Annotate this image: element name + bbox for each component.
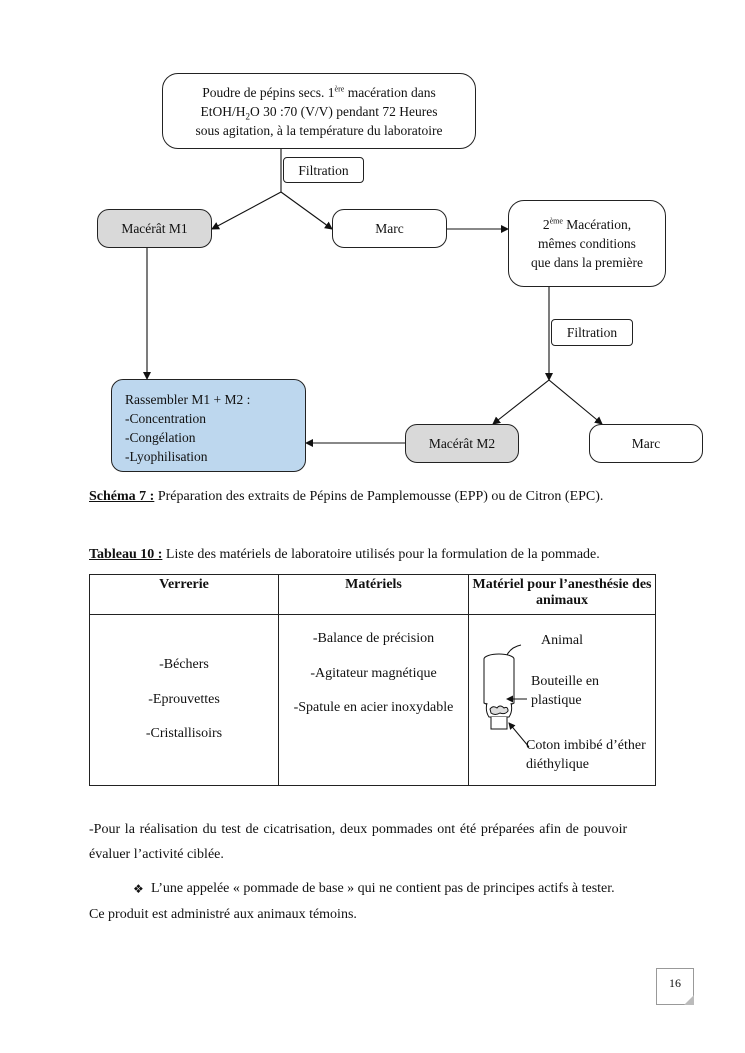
step2-line3: que dans la première — [530, 255, 644, 270]
step1-line2: EtOH/H2O 30 :70 (V/V) pendant 72 Heures — [200, 103, 438, 122]
step2-box: 2ème Macération, mêmes conditions que da… — [508, 200, 666, 287]
bottle-illustration-icon — [483, 653, 515, 730]
rassembler-item: -Lyophilisation — [125, 449, 208, 464]
label-coton-1: Coton imbibé d’éther — [526, 738, 646, 753]
verrerie-item: -Cristallisoirs — [145, 726, 223, 741]
label-animal: Animal — [541, 633, 583, 648]
marc-box-1: Marc — [332, 209, 447, 248]
materiel-item: -Balance de précision — [312, 631, 435, 646]
materiel-item: -Agitateur magnétique — [310, 666, 437, 681]
cell-materiels: -Balance de précision -Agitateur magnéti… — [278, 614, 469, 786]
header-materiels: Matériels — [278, 574, 469, 615]
materials-table: Verrerie Matériels Matériel pour l’anest… — [89, 574, 656, 786]
macerat-m2-box: Macérât M2 — [405, 424, 519, 463]
paragraph-1-line-1: -Pour la réalisation du test de cicatris… — [89, 822, 628, 837]
step1-box: Poudre de pépins secs. 1ère macération d… — [162, 73, 476, 149]
header-verrerie: Verrerie — [89, 574, 279, 615]
bullet-icon: ❖ — [133, 882, 144, 896]
paragraph-2-line-2: Ce produit est administré aux animaux té… — [89, 907, 357, 922]
verrerie-item: -Eprouvettes — [148, 692, 220, 707]
rassembler-box: Rassembler M1 + M2 : -Concentration -Con… — [111, 379, 306, 472]
paragraph-1-line-2: évaluer l’activité ciblée. — [89, 847, 224, 862]
filtration-label-1: Filtration — [283, 157, 364, 183]
step1-line3: sous agitation, à la température du labo… — [195, 122, 443, 138]
verrerie-item: -Béchers — [159, 657, 209, 672]
marc-box-2: Marc — [589, 424, 703, 463]
paragraph-2-line-1: L’une appelée « pommade de base » qui ne… — [151, 881, 615, 896]
page-number: 16 — [656, 968, 694, 1005]
table-caption: Tableau 10 : Liste des matériels de labo… — [89, 547, 600, 563]
cell-anesthesie: Animal Bouteille en plastique Coton imbi… — [468, 614, 656, 786]
rassembler-title: Rassembler M1 + M2 : — [125, 392, 251, 407]
schema-caption-text: Préparation des extraits de Pépins de Pa… — [154, 489, 604, 504]
macerat-m1-box: Macérât M1 — [97, 209, 212, 248]
table-caption-text: Liste des matériels de laboratoire utili… — [162, 547, 600, 562]
header-anesthesie: Matériel pour l’anesthésie des animaux — [468, 574, 656, 615]
label-coton-2: diéthylique — [526, 757, 589, 772]
step1-line1: Poudre de pépins secs. 1ère macération d… — [202, 84, 436, 100]
label-bouteille-2: plastique — [531, 693, 582, 708]
label-bouteille-1: Bouteille en — [531, 674, 600, 689]
schema-caption-label: Schéma 7 : — [89, 489, 155, 504]
rassembler-item: -Concentration — [125, 411, 206, 426]
step2-line2: mêmes conditions — [538, 236, 636, 251]
table-caption-label: Tableau 10 : — [89, 547, 163, 562]
step2-line1: 2ème Macération, — [542, 216, 632, 232]
cell-verrerie: -Béchers -Eprouvettes -Cristallisoirs — [89, 614, 279, 786]
rassembler-item: -Congélation — [125, 430, 196, 445]
schema-caption: Schéma 7 : Préparation des extraits de P… — [89, 489, 603, 505]
materiel-item: -Spatule en acier inoxydable — [293, 700, 454, 715]
annotation-arrows — [506, 644, 530, 748]
filtration-label-2: Filtration — [551, 319, 633, 346]
